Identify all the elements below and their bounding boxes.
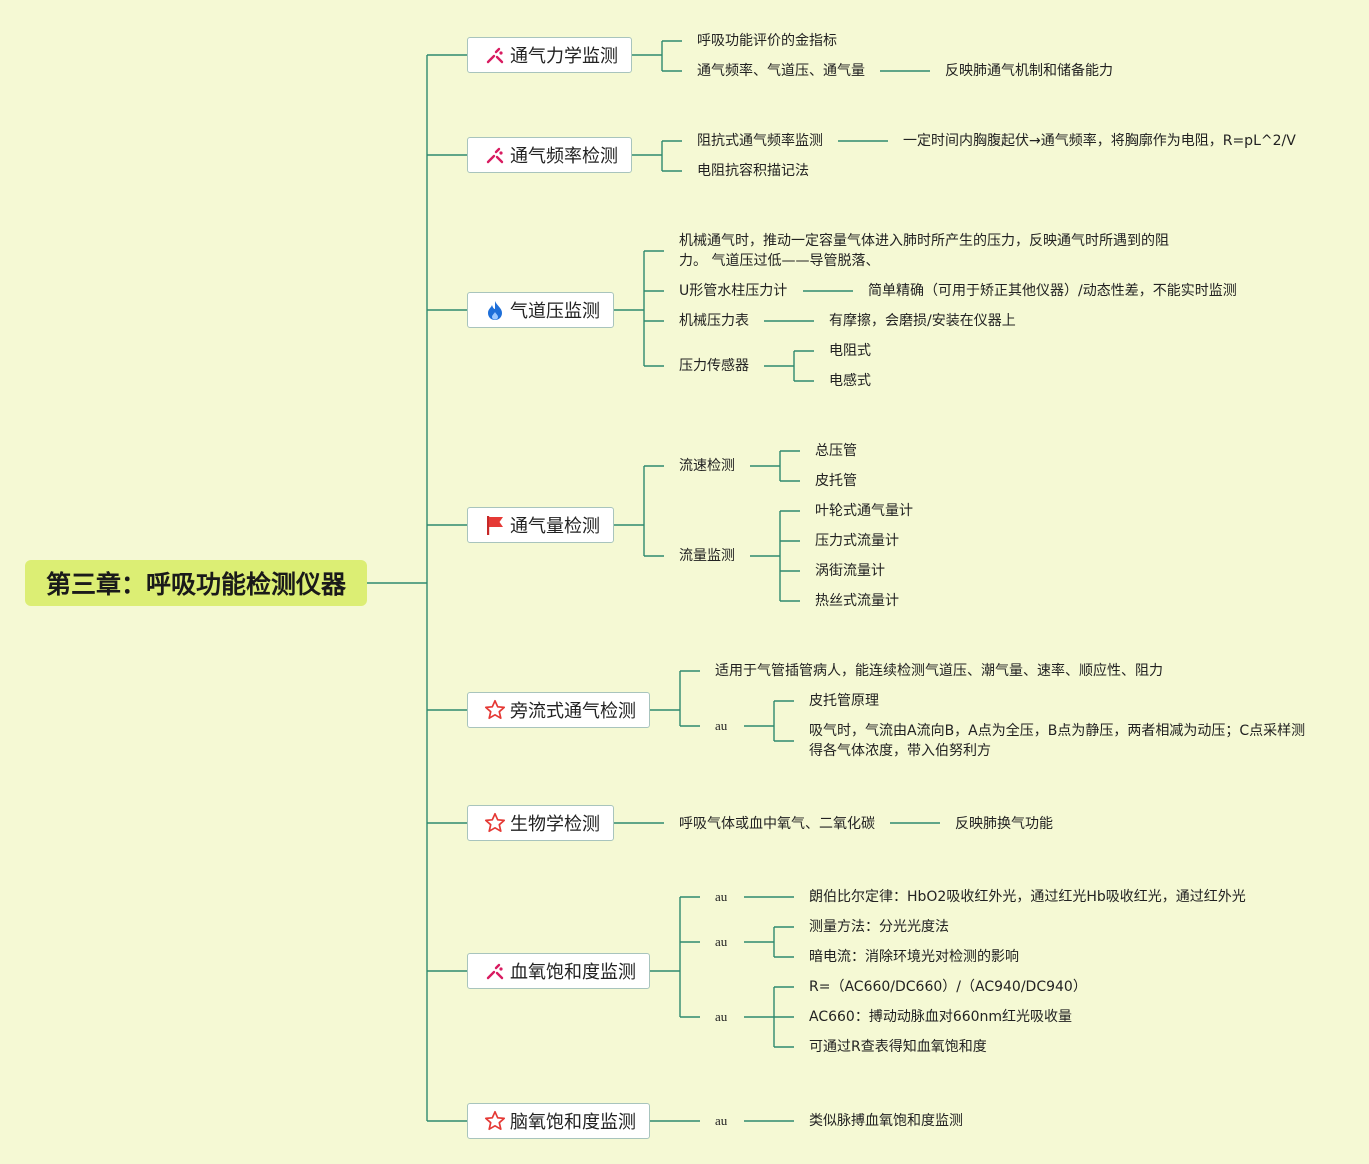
subtopic[interactable]: 机械通气时，推动一定容量气体进入肺时所产生的压力，反映通气时所遇到的阻力。 气道… bbox=[679, 233, 1169, 269]
sparkle-icon bbox=[484, 144, 506, 166]
subtopic[interactable]: au bbox=[715, 934, 728, 949]
subtopic[interactable]: 皮托管原理 bbox=[809, 693, 879, 709]
subtopic[interactable]: 阻抗式通气频率监测 bbox=[697, 133, 823, 149]
subtopic[interactable]: 总压管 bbox=[815, 443, 857, 459]
sparkle-icon bbox=[484, 44, 506, 66]
subtopic[interactable]: 简单精确（可用于矫正其他仪器）/动态性差，不能实时监测 bbox=[868, 283, 1237, 299]
subtopic[interactable]: AC660：搏动动脉血对660nm红光吸收量 bbox=[809, 1009, 1073, 1025]
subtopic[interactable]: 有摩擦，会磨损/安装在仪器上 bbox=[829, 313, 1016, 329]
subtopic[interactable]: 可通过R查表得知血氧饱和度 bbox=[809, 1039, 987, 1055]
topic-blood-oxygen[interactable]: 血氧饱和度监测 bbox=[467, 953, 650, 989]
subtopic[interactable]: 流量监测 bbox=[679, 548, 735, 564]
subtopic[interactable]: 测量方法：分光光度法 bbox=[809, 919, 949, 935]
sparkle-icon bbox=[484, 960, 506, 982]
subtopic[interactable]: 类似脉搏血氧饱和度监测 bbox=[809, 1113, 963, 1129]
subtopic[interactable]: 热丝式流量计 bbox=[815, 593, 899, 609]
topic-sidestream-ventilation[interactable]: 旁流式通气检测 bbox=[467, 692, 650, 728]
topic-label: 通气力学监测 bbox=[510, 46, 618, 67]
subtopic[interactable]: 皮托管 bbox=[815, 473, 857, 489]
central-topic[interactable]: 第三章：呼吸功能检测仪器 bbox=[25, 560, 367, 606]
topic-biological[interactable]: 生物学检测 bbox=[467, 805, 614, 841]
subtopic[interactable]: 通气频率、气道压、通气量 bbox=[697, 63, 865, 79]
subtopic[interactable]: 吸气时，气流由A流向B，A点为全压，B点为静压，两者相减为动压；C点采样测得各气… bbox=[809, 723, 1306, 759]
flame-icon bbox=[484, 299, 506, 321]
topic-ventilation-mechanics[interactable]: 通气力学监测 bbox=[467, 37, 632, 73]
subtopic[interactable]: 朗伯比尔定律：HbO2吸收红外光，通过红光Hb吸收红光，通过红外光 bbox=[809, 889, 1246, 905]
subtopic[interactable]: au bbox=[715, 718, 728, 733]
star-icon bbox=[484, 1110, 506, 1132]
subtopic[interactable]: 机械压力表 bbox=[679, 313, 749, 329]
subtopic[interactable]: 电阻式 bbox=[829, 343, 871, 359]
subtopic[interactable]: R=（AC660/DC660）/（AC940/DC940） bbox=[809, 979, 1087, 995]
subtopic[interactable]: 反映肺换气功能 bbox=[955, 816, 1053, 832]
subtopic[interactable]: 流速检测 bbox=[679, 458, 735, 474]
subtopic[interactable]: 叶轮式通气量计 bbox=[815, 503, 913, 519]
subtopic[interactable]: 暗电流：消除环境光对检测的影响 bbox=[809, 949, 1019, 965]
subtopic[interactable]: 一定时间内胸腹起伏→通气频率，将胸廓作为电阻，R=pL^2/V bbox=[903, 133, 1296, 149]
subtopic[interactable]: 涡街流量计 bbox=[815, 563, 885, 579]
topic-label: 生物学检测 bbox=[510, 814, 600, 835]
topic-label: 脑氧饱和度监测 bbox=[510, 1112, 636, 1133]
subtopic[interactable]: au bbox=[715, 889, 728, 904]
subtopic[interactable]: au bbox=[715, 1113, 728, 1128]
subtopic[interactable]: 压力传感器 bbox=[679, 358, 749, 374]
topic-label: 通气量检测 bbox=[510, 516, 600, 537]
topic-label: 通气频率检测 bbox=[510, 146, 618, 167]
subtopic[interactable]: 呼吸气体或血中氧气、二氧化碳 bbox=[679, 816, 875, 832]
topic-label: 气道压监测 bbox=[510, 301, 600, 322]
subtopic[interactable]: 压力式流量计 bbox=[815, 533, 899, 549]
topic-airway-pressure[interactable]: 气道压监测 bbox=[467, 292, 614, 328]
subtopic[interactable]: 适用于气管插管病人，能连续检测气道压、潮气量、速率、顺应性、阻力 bbox=[715, 663, 1163, 679]
topic-cerebral-oxygen[interactable]: 脑氧饱和度监测 bbox=[467, 1103, 650, 1139]
subtopic[interactable]: U形管水柱压力计 bbox=[679, 283, 788, 299]
subtopic[interactable]: 电阻抗容积描记法 bbox=[697, 163, 809, 179]
topic-ventilation-volume[interactable]: 通气量检测 bbox=[467, 507, 614, 543]
star-icon bbox=[484, 812, 506, 834]
star-icon bbox=[484, 699, 506, 721]
subtopic[interactable]: 电感式 bbox=[829, 373, 871, 389]
subtopic[interactable]: 反映肺通气机制和储备能力 bbox=[945, 63, 1113, 79]
topic-label: 血氧饱和度监测 bbox=[510, 962, 636, 983]
subtopic[interactable]: 呼吸功能评价的金指标 bbox=[697, 33, 837, 49]
topic-label: 旁流式通气检测 bbox=[510, 701, 636, 722]
topic-ventilation-frequency[interactable]: 通气频率检测 bbox=[467, 137, 632, 173]
flag-icon bbox=[484, 514, 506, 536]
subtopic[interactable]: au bbox=[715, 1009, 728, 1024]
central-topic-label: 第三章：呼吸功能检测仪器 bbox=[45, 570, 346, 599]
